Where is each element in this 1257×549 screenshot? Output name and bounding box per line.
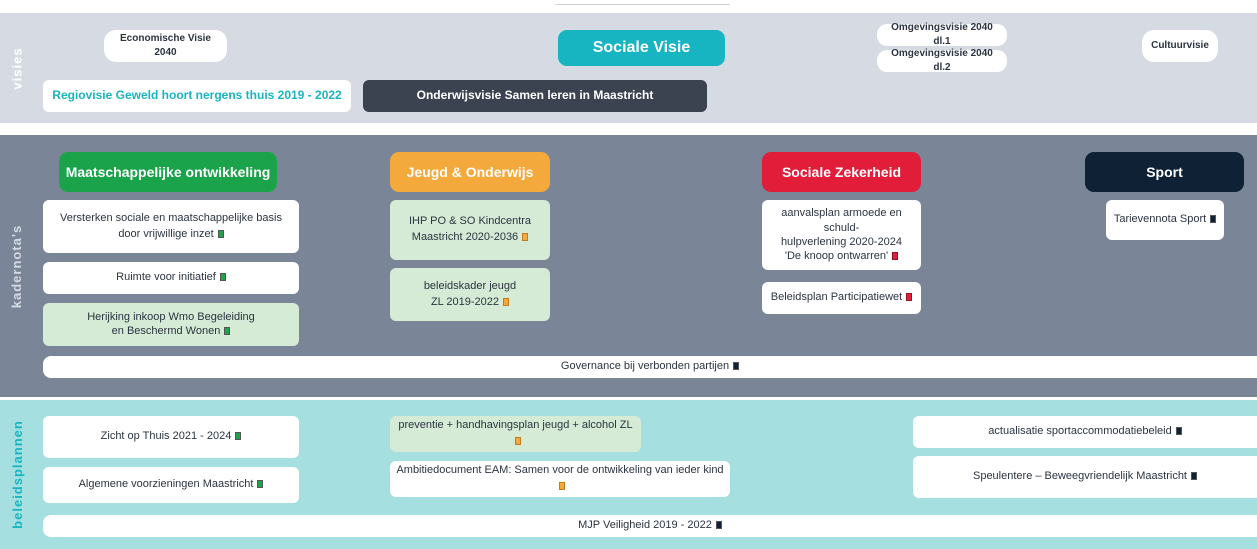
red-doc-icon — [906, 293, 913, 302]
cultuurvisie-box[interactable]: Cultuurvisie — [1142, 30, 1218, 62]
jeugd-onderwijs-header[interactable]: Jeugd & Onderwijs — [390, 152, 550, 192]
sociale-zekerheid-header[interactable]: Sociale Zekerheid — [762, 152, 921, 192]
ruimte-voor-initiatief-box[interactable]: Ruimte voor initiatief — [43, 262, 299, 294]
mjp-veiligheid-box[interactable]: MJP Veiligheid 2019 - 2022 — [43, 515, 1257, 537]
sociale-visie-box[interactable]: Sociale Visie — [558, 30, 725, 66]
navy-doc-icon — [733, 362, 740, 371]
navy-doc-icon — [1175, 427, 1182, 436]
sport-header[interactable]: Sport — [1085, 152, 1244, 192]
green-doc-icon — [257, 480, 264, 489]
armoede-aanvalsplan-box[interactable]: aanvalsplan armoede en schuld- hulpverle… — [762, 200, 921, 270]
tarievennota-sport-box[interactable]: Tarievennota Sport — [1106, 200, 1224, 240]
beleidskader-jeugd-box[interactable]: beleidskader jeugd ZL 2019-2022 — [390, 268, 550, 321]
governance-box[interactable]: Governance bij verbonden partijen — [43, 356, 1257, 378]
onderwijsvisie-box[interactable]: Onderwijsvisie Samen leren in Maastricht — [363, 80, 707, 112]
green-doc-icon — [235, 432, 242, 441]
economische-visie-box[interactable]: Economische Visie 2040 — [104, 30, 227, 62]
participatiewet-box[interactable]: Beleidsplan Participatiewet — [762, 282, 921, 314]
maatschappelijke-ontwikkeling-header[interactable]: Maatschappelijke ontwikkeling — [59, 152, 277, 192]
green-doc-icon — [219, 273, 226, 282]
versterken-sociale-basis-box[interactable]: Versterken sociale en maatschappelijke b… — [43, 200, 299, 253]
orange-doc-icon — [559, 482, 565, 491]
visies-label: visies — [9, 46, 25, 90]
herijking-wmo-box[interactable]: Herijking inkoop Wmo Begeleiding en Besc… — [43, 303, 299, 346]
navy-doc-icon — [1191, 472, 1197, 481]
ambitiedocument-eam-box[interactable]: Ambitiedocument EAM: Samen voor de ontwi… — [390, 461, 730, 497]
beleidsplannen-label: beleidsplannen — [9, 420, 25, 529]
orange-doc-icon — [522, 233, 529, 242]
top-divider-line — [555, 4, 730, 5]
red-doc-icon — [892, 252, 899, 261]
ihp-kindcentra-box[interactable]: IHP PO & SO Kindcentra Maastricht 2020-2… — [390, 200, 550, 260]
zicht-op-thuis-box[interactable]: Zicht op Thuis 2021 - 2024 — [43, 416, 299, 458]
omgevingsvisie-1-box[interactable]: Omgevingsvisie 2040 dl.1 — [877, 22, 1007, 47]
orange-doc-icon — [514, 437, 521, 446]
green-doc-icon — [217, 229, 224, 238]
preventie-handhavingsplan-box[interactable]: preventie + handhavingsplan jeugd + alco… — [390, 416, 641, 452]
actualisatie-sportaccommodatie-box[interactable]: actualisatie sportaccommodatiebeleid — [913, 416, 1257, 448]
algemene-voorzieningen-box[interactable]: Algemene voorzieningen Maastricht — [43, 467, 299, 503]
speulentere-box[interactable]: Speulentere – Beweegvriendelijk Maastric… — [913, 456, 1257, 498]
regiovisie-box[interactable]: Regiovisie Geweld hoort nergens thuis 20… — [43, 80, 351, 112]
orange-doc-icon — [503, 297, 510, 306]
omgevingsvisie-2-box[interactable]: Omgevingsvisie 2040 dl.2 — [877, 48, 1007, 73]
green-doc-icon — [224, 326, 231, 335]
navy-doc-icon — [1210, 215, 1217, 224]
navy-doc-icon — [715, 521, 722, 530]
kadernota-label: kadernota's — [9, 224, 25, 308]
